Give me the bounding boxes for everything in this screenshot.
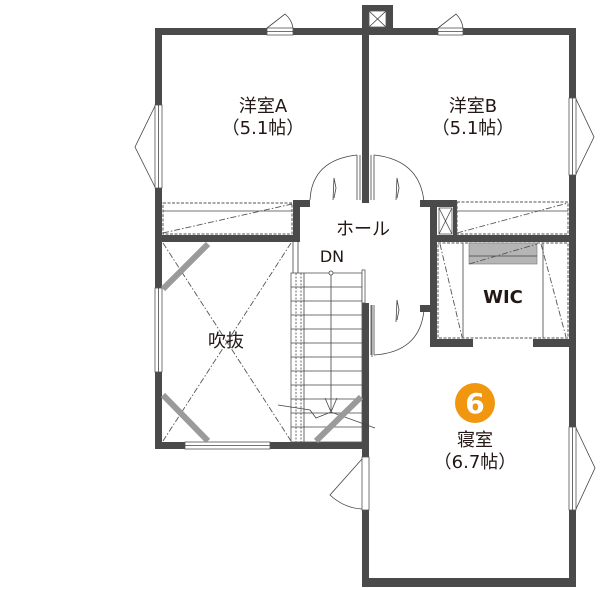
duct-shaft-wic: [438, 207, 453, 235]
windows: [134, 13, 596, 511]
room-name: 洋室A: [238, 96, 288, 117]
room-name: 洋室B: [448, 96, 498, 117]
room-name: 吹抜: [208, 331, 244, 352]
walls: [155, 28, 576, 587]
room-label-western-a: 洋室A （5.1帖）: [218, 96, 308, 140]
stairs-direction-label: DN: [310, 246, 354, 268]
staircase: [277, 269, 376, 444]
room-name: ホール: [336, 219, 390, 240]
room-label-wic: WIC: [470, 287, 536, 309]
room-label-western-b: 洋室B （5.1帖）: [428, 96, 518, 140]
room-name: 寝室: [457, 430, 493, 451]
badge-number: 6: [465, 386, 485, 420]
room-name: WIC: [483, 287, 523, 308]
room-size: （6.7帖）: [433, 452, 517, 473]
room-label-bedroom: 寝室 （6.7帖）: [430, 430, 520, 474]
room-size: （5.1帖）: [221, 118, 305, 139]
hall-doors: [309, 154, 425, 356]
atrium-void: [160, 241, 299, 444]
room-label-atrium: 吹抜: [196, 331, 256, 353]
stairs-dn-text: DN: [319, 247, 345, 266]
room-number-badge: 6: [455, 383, 495, 423]
room-size: （5.1帖）: [431, 118, 515, 139]
closets: [162, 201, 569, 339]
room-label-hall: ホール: [323, 219, 403, 241]
